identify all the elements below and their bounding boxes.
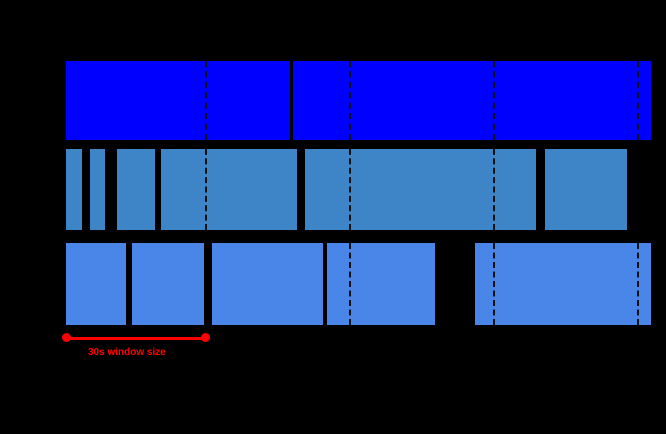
timeline-track-2 xyxy=(0,149,666,230)
bar-segment xyxy=(545,149,627,230)
timeline-track-1 xyxy=(0,61,666,140)
bar-segment xyxy=(212,243,323,325)
window-boundary-line xyxy=(205,149,207,230)
bar-segment xyxy=(293,61,651,140)
window-boundary-line xyxy=(349,149,351,230)
bar-segment xyxy=(117,149,155,230)
bar-segment xyxy=(475,243,651,325)
annotation-dot-left xyxy=(62,333,71,342)
window-boundary-line xyxy=(349,61,351,140)
bar-segment xyxy=(66,149,82,230)
bar-segment xyxy=(305,149,536,230)
annotation-label: 30s window size xyxy=(88,347,166,358)
window-boundary-line xyxy=(637,243,639,325)
bar-segment xyxy=(90,149,105,230)
window-boundary-line xyxy=(349,243,351,325)
window-boundary-line xyxy=(637,61,639,140)
window-boundary-line xyxy=(493,61,495,140)
annotation-bracket-line xyxy=(66,337,206,340)
window-boundary-line xyxy=(493,243,495,325)
bar-segment xyxy=(66,243,126,325)
bar-segment xyxy=(132,243,204,325)
window-boundary-line xyxy=(205,61,207,140)
bar-segment xyxy=(327,243,435,325)
bar-segment xyxy=(161,149,297,230)
timeline-track-3 xyxy=(0,243,666,325)
bar-segment xyxy=(66,61,290,140)
window-boundary-line xyxy=(493,149,495,230)
annotation-dot-right xyxy=(201,333,210,342)
